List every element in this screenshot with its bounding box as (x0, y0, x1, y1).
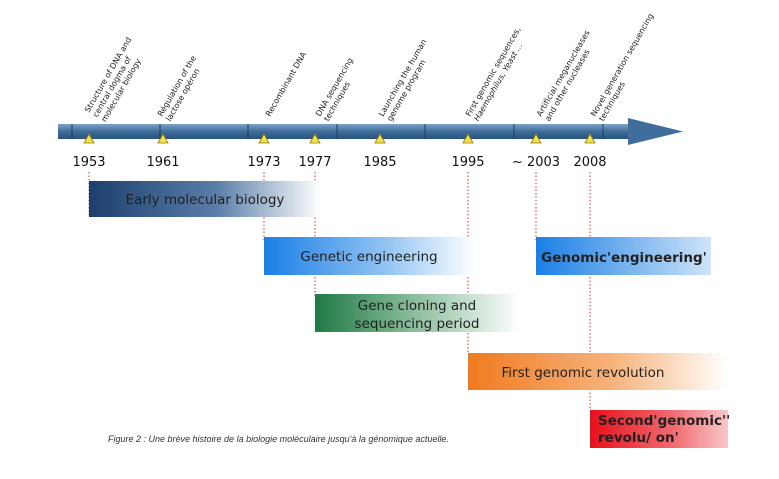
period-label: First genomic revolution (502, 365, 665, 381)
period-label: Gene cloning and (358, 298, 476, 314)
year-label-1977: 1977 (298, 155, 331, 170)
marker-1985 (374, 133, 386, 144)
figure-caption: Figure 2 : Une brève histoire de la biol… (108, 434, 449, 444)
event-markers (83, 133, 596, 144)
year-label-1985: 1985 (363, 155, 396, 170)
period-label: sequencing period (355, 316, 480, 332)
event-label-1985: Launching the human genome program (377, 36, 438, 123)
period-genetic-engineering: Genetic engineering (264, 237, 476, 275)
year-label-1961: 1961 (146, 155, 179, 170)
marker-1973 (258, 133, 270, 144)
period-label: Early molecular biology (126, 192, 285, 208)
event-label-1977: DNA sequencing techniques (314, 54, 364, 123)
period-gene-cloning-sequencing: Gene cloning and sequencing period (315, 294, 520, 332)
year-labels: 1953 1961 1973 1977 1985 1995 ~ 2003 200… (72, 155, 606, 170)
year-label-2003: ~ 2003 (512, 155, 560, 170)
event-label-1995: First genomic sequences, Haemophilus, Ye… (464, 23, 532, 122)
period-label: Genetic engineering (300, 249, 437, 265)
event-labels: Structure of DNA and central dogma of mo… (83, 10, 665, 124)
period-genomic-engineering: Genomic'engineering' (536, 237, 711, 275)
event-label-1973: Recombinant DNA (264, 50, 308, 118)
event-label-1961: Régulation of the lactose opéron (155, 51, 207, 122)
marker-1953 (83, 133, 95, 144)
marker-2003 (530, 133, 542, 144)
year-label-1953: 1953 (72, 155, 105, 170)
year-label-1995: 1995 (451, 155, 484, 170)
year-label-2008: 2008 (573, 155, 606, 170)
marker-1995 (462, 133, 474, 144)
period-label: revolu/ on' (598, 430, 679, 446)
event-label-2008: Novel generation sequencing techniques (589, 10, 665, 123)
year-label-1973: 1973 (247, 155, 280, 170)
period-early-molecular-biology: Early molecular biology (89, 181, 321, 217)
period-second-genomic-revolution: Second'genomic'' revolu/ on' (590, 410, 730, 448)
marker-1961 (157, 133, 169, 144)
period-label: Genomic'engineering' (541, 250, 707, 266)
marker-2008 (584, 133, 596, 144)
period-label: Second'genomic'' (598, 413, 730, 429)
marker-1977 (309, 133, 321, 144)
timeline-arrow (58, 118, 683, 145)
event-label-1953: Structure of DNA and central dogma of mo… (83, 33, 151, 123)
period-first-genomic-revolution: First genomic revolution (468, 353, 728, 390)
